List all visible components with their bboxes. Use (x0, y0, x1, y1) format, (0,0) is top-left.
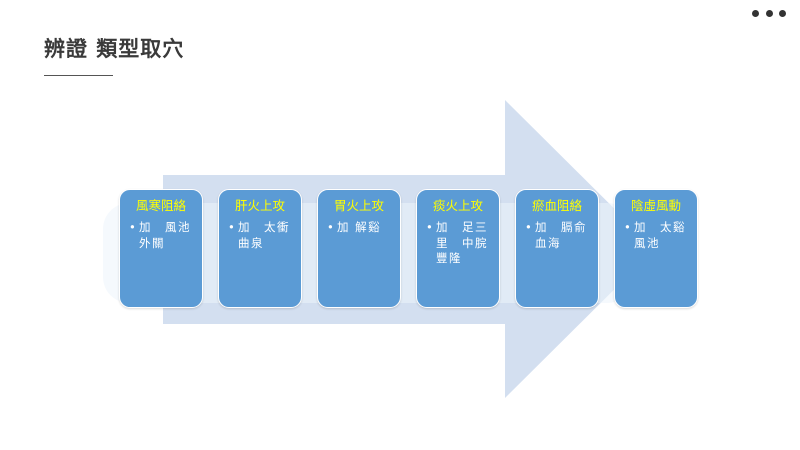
step-list: 加 足三 里 中脘 豐隆 (426, 220, 493, 267)
step-title: 痰火上攻 (432, 198, 483, 213)
step-title: 陰虛風動 (630, 198, 681, 213)
more-options-icon[interactable] (752, 6, 786, 20)
step-detail: 加 太谿 風池 (634, 220, 686, 250)
step-bullet: 加 太衝 曲泉 (228, 220, 295, 251)
slide-title: 辨證 類型取穴 (44, 37, 185, 61)
step-list: 加 風池 外關 (129, 220, 196, 251)
process-step-card: 胃火上攻 加 解谿 (317, 189, 401, 308)
process-step-card: 肝火上攻 加 太衝 曲泉 (218, 189, 302, 308)
menu-dot (752, 9, 759, 17)
step-title: 風寒阻絡 (135, 198, 186, 213)
step-list: 加 膈俞 血海 (525, 220, 592, 251)
step-title: 肝火上攻 (234, 198, 285, 213)
step-bullet: 加 風池 外關 (129, 220, 196, 251)
process-step-card: 痰火上攻 加 足三 里 中脘 豐隆 (416, 189, 500, 308)
step-list: 加 解谿 (327, 220, 394, 236)
step-title: 胃火上攻 (333, 198, 384, 213)
step-detail: 加 足三 里 中脘 豐隆 (436, 220, 488, 265)
process-step-card: 陰虛風動 加 太谿 風池 (614, 189, 698, 308)
step-detail: 加 太衝 曲泉 (238, 220, 290, 250)
step-detail: 加 膈俞 血海 (535, 220, 587, 250)
step-list: 加 太谿 風池 (624, 220, 691, 251)
step-detail: 加 解谿 (337, 220, 382, 234)
title-underline (44, 75, 113, 76)
step-bullet: 加 解谿 (327, 220, 394, 236)
step-bullet: 加 膈俞 血海 (525, 220, 592, 251)
step-list: 加 太衝 曲泉 (228, 220, 295, 251)
step-detail: 加 風池 外關 (139, 220, 191, 250)
menu-dot (765, 9, 773, 17)
menu-dot (779, 9, 786, 17)
process-step-card: 風寒阻絡 加 風池 外關 (119, 189, 203, 308)
step-bullet: 加 足三 里 中脘 豐隆 (426, 220, 493, 267)
step-title: 瘀血阻絡 (531, 198, 582, 213)
step-bullet: 加 太谿 風池 (624, 220, 691, 251)
process-step-card: 瘀血阻絡 加 膈俞 血海 (515, 189, 599, 308)
